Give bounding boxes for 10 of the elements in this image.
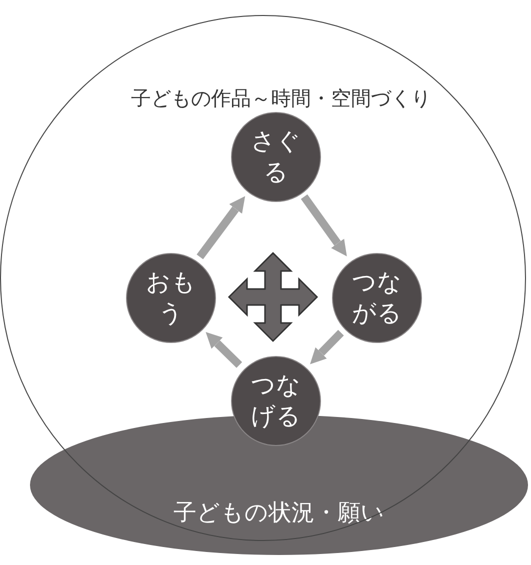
arrow: [206, 332, 242, 368]
node-label: つながる: [352, 268, 402, 329]
node-label: つなげる: [250, 370, 302, 432]
circle-heading: 子どもの作品～時間・空間づくり: [131, 87, 431, 112]
arrow: [300, 194, 347, 256]
arrow: [196, 196, 246, 260]
node-label: さぐる: [250, 126, 302, 188]
ellipse-label: 子どもの状況・願い: [174, 498, 384, 526]
arrow: [310, 330, 344, 364]
node-label: おもう: [146, 268, 196, 329]
